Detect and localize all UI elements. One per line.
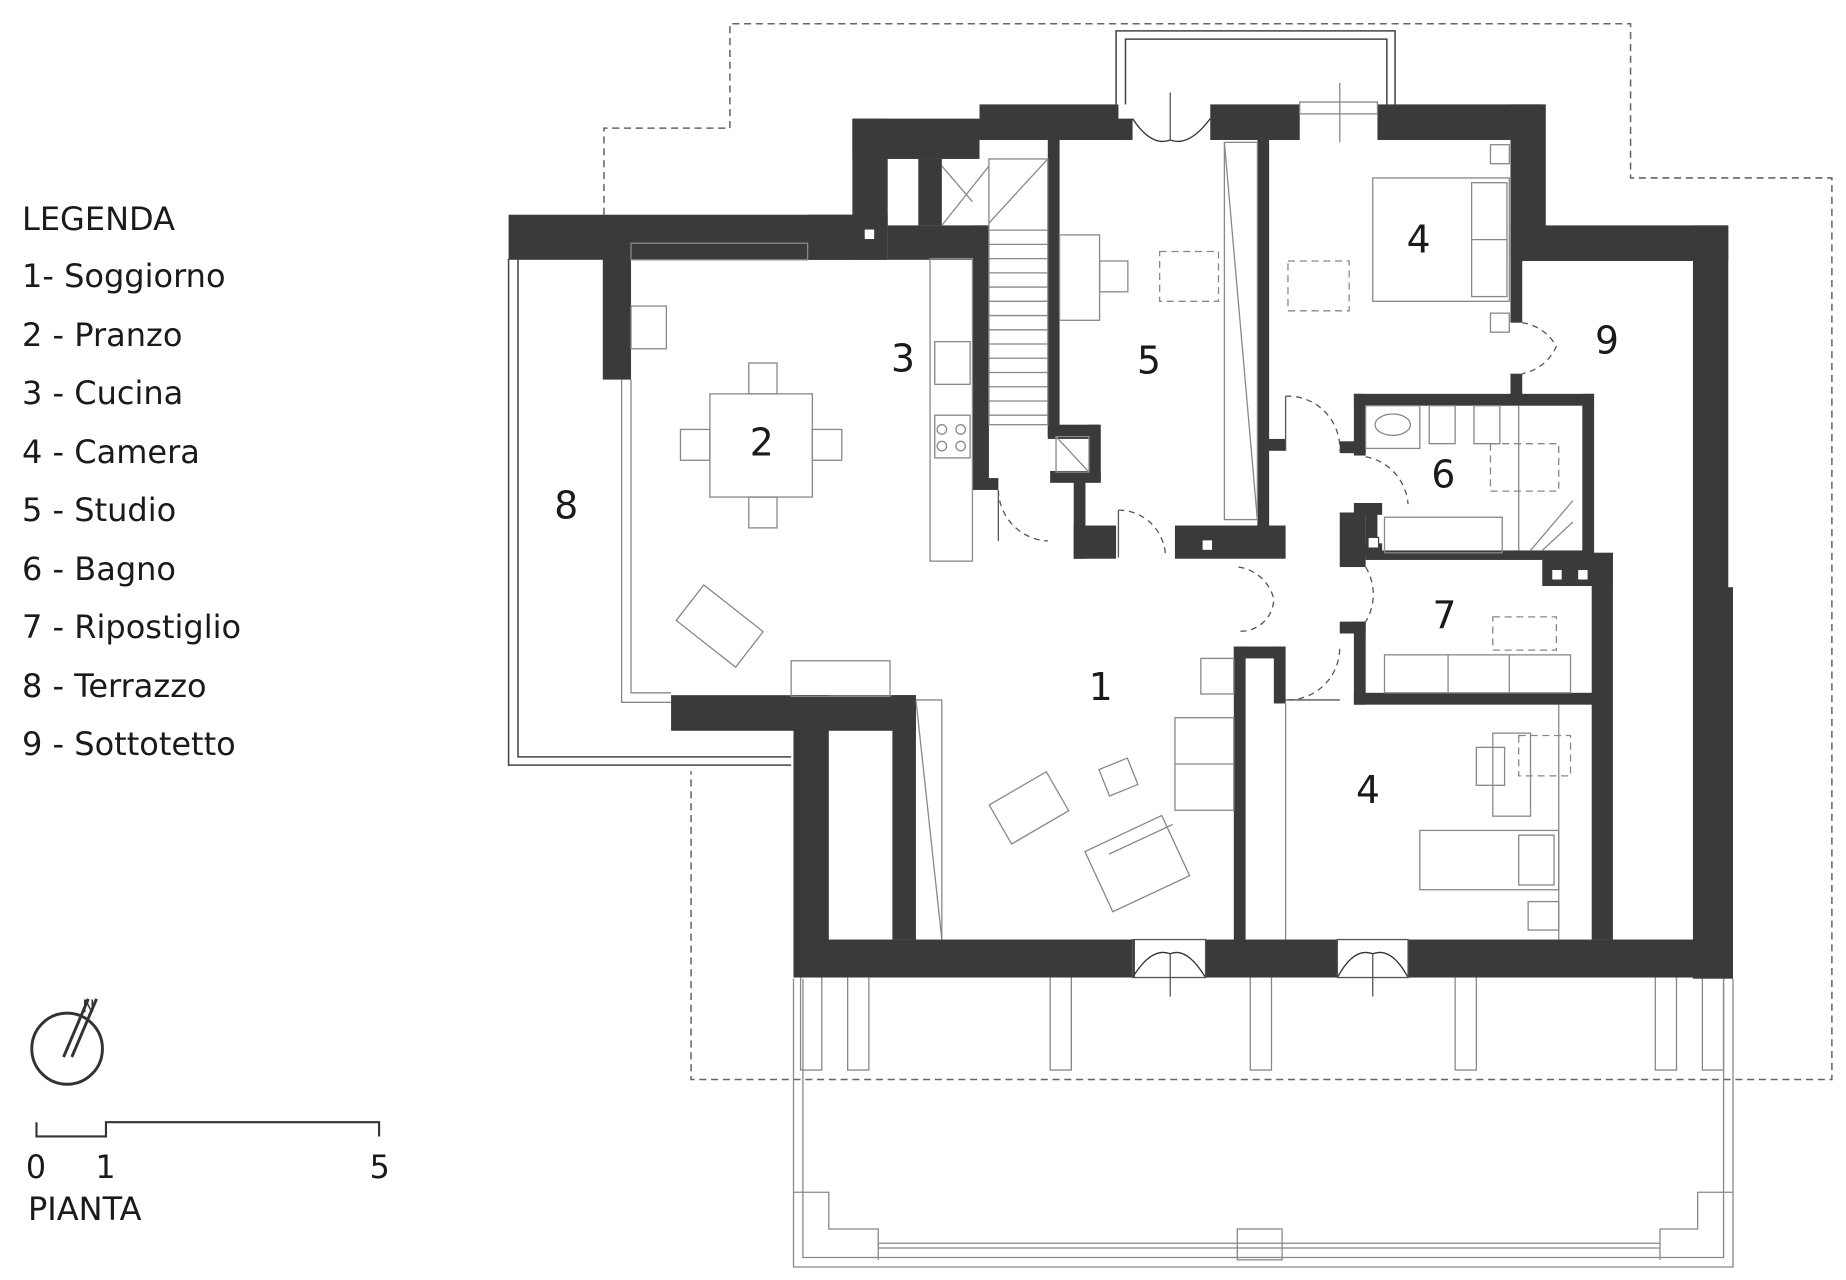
room-label-ripostiglio: 7 (1433, 594, 1457, 638)
terrace-railing (507, 258, 792, 766)
legend-item-camera: 4 - Camera (22, 432, 200, 471)
room-label-camera-top: 4 (1407, 218, 1431, 262)
room-label-pranzo: 2 (750, 420, 774, 464)
door-swings (997, 92, 1558, 997)
room-label-bagno: 6 (1431, 452, 1455, 496)
scale-bar: 0 1 5 (26, 1121, 390, 1186)
room-label-studio: 5 (1137, 339, 1161, 383)
legend-item-terrazzo: 8 - Terrazzo (22, 666, 207, 705)
room-label-cucina: 3 (891, 336, 915, 380)
legend-item-bagno: 6 - Bagno (22, 549, 176, 588)
legend-item-studio: 5 - Studio (22, 491, 177, 529)
north-label: N (82, 997, 94, 1016)
top-balcony (1115, 30, 1396, 105)
legend-title: LEGENDA (22, 200, 175, 238)
legend-item-ripostiglio: 7 - Ripostiglio (22, 608, 242, 646)
front-balcony (792, 974, 1734, 1268)
legend: LEGENDA 1- Soggiorno 2 - Pranzo 3 - Cuci… (22, 200, 241, 783)
room-label-camera-bottom: 4 (1356, 768, 1380, 812)
legend-item-sottotetto: 9 - Sottotetto (22, 725, 236, 763)
pillars (863, 228, 1589, 581)
furniture (620, 83, 1574, 940)
north-arrow-icon: N (30, 997, 104, 1086)
room-label-sottotetto: 9 (1595, 318, 1619, 362)
legend-item-cucina: 3 - Cucina (22, 374, 184, 412)
walls (508, 104, 1733, 979)
legend-item-soggiorno: 1- Soggiorno (22, 257, 226, 295)
legend-item-pranzo: 2 - Pranzo (22, 315, 183, 354)
drawing-title: PIANTA (28, 1190, 142, 1228)
room-label-soggiorno: 1 (1089, 665, 1113, 709)
scale-label-5: 5 (370, 1148, 390, 1186)
scale-label-1: 1 (95, 1148, 115, 1186)
scale-label-0: 0 (26, 1148, 46, 1186)
room-label-terrazzo: 8 (554, 483, 578, 527)
